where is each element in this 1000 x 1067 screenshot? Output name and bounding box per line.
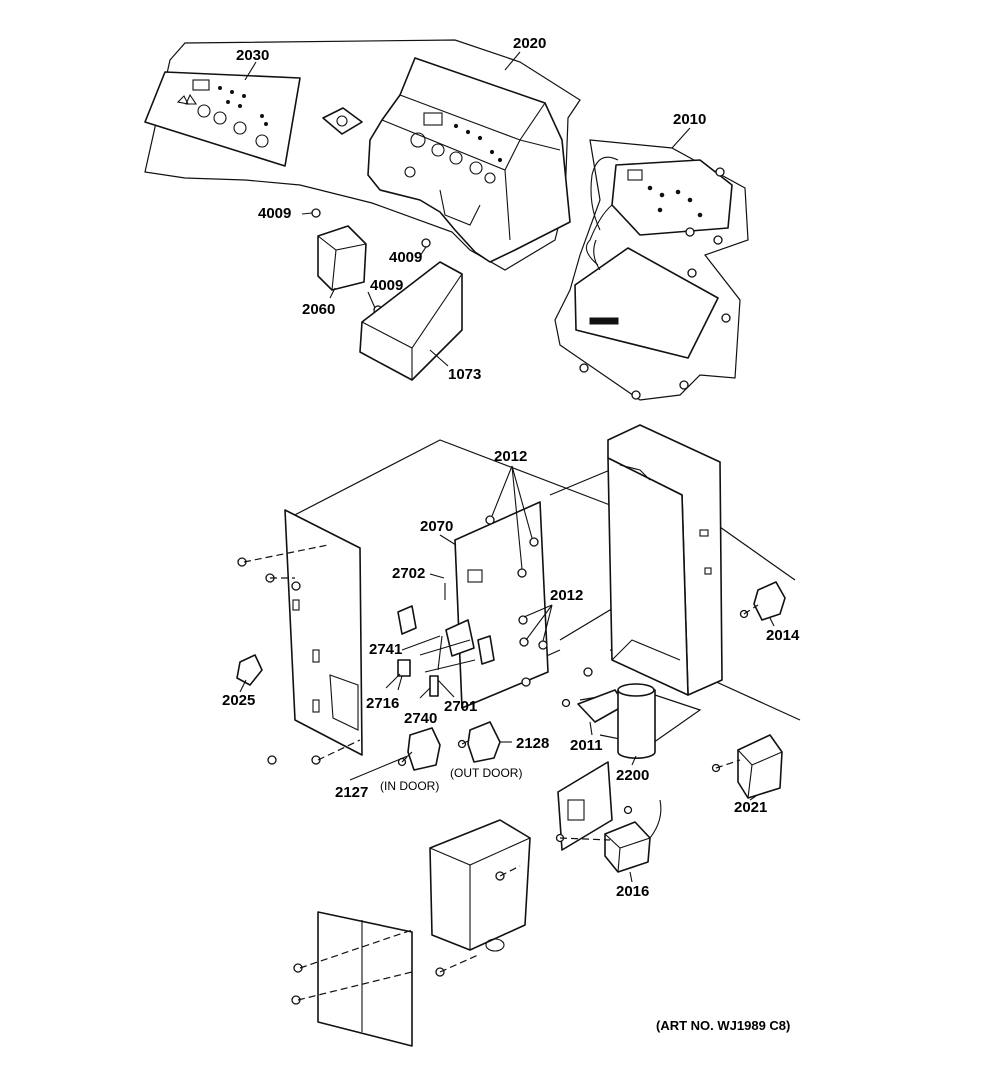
component-2128 bbox=[457, 721, 501, 763]
mounting-board-2070 bbox=[454, 501, 549, 709]
component-2014 bbox=[739, 581, 786, 621]
label-2702: 2702 bbox=[392, 565, 425, 582]
top-leaders bbox=[244, 51, 691, 367]
label-4009-b: 4009 bbox=[389, 249, 422, 266]
part-labels: 2030 2020 2010 4009 4009 4009 2060 1073 … bbox=[222, 35, 800, 1033]
label-4009-a: 4009 bbox=[258, 205, 291, 222]
bracket-2011 bbox=[561, 689, 626, 723]
overlay-panel-2030 bbox=[144, 71, 301, 167]
label-2740: 2740 bbox=[404, 710, 437, 727]
main-cabinet bbox=[607, 424, 723, 696]
connector-2016 bbox=[555, 799, 662, 873]
lower-box bbox=[429, 819, 531, 952]
connector-plate bbox=[557, 761, 613, 851]
label-2127: 2127 bbox=[335, 784, 368, 801]
label-2012-b: 2012 bbox=[550, 587, 583, 604]
label-2128: 2128 bbox=[516, 735, 549, 752]
bottom-screws bbox=[237, 557, 593, 1005]
label-2741: 2741 bbox=[369, 641, 402, 658]
label-2014: 2014 bbox=[766, 627, 800, 644]
control-panel-group-outline bbox=[144, 39, 581, 271]
label-2070: 2070 bbox=[420, 518, 453, 535]
label-2200: 2200 bbox=[616, 767, 649, 784]
square-gasket bbox=[322, 107, 363, 135]
bottom-leaders bbox=[239, 534, 775, 883]
label-2011: 2011 bbox=[570, 737, 603, 754]
note-in-door: (IN DOOR) bbox=[380, 779, 439, 793]
label-2016: 2016 bbox=[616, 883, 649, 900]
transformer-2021 bbox=[711, 734, 783, 799]
component-2127 bbox=[397, 727, 441, 771]
relay-parts bbox=[397, 583, 495, 697]
lower-cover bbox=[317, 911, 413, 1047]
label-2010: 2010 bbox=[673, 111, 706, 128]
label-2021: 2021 bbox=[734, 799, 767, 816]
clips-2012 bbox=[485, 465, 553, 687]
label-4009-c: 4009 bbox=[370, 277, 403, 294]
capacitor-2200 bbox=[617, 683, 656, 759]
label-1073: 1073 bbox=[448, 366, 481, 383]
small-cover-2060 bbox=[317, 225, 367, 291]
note-out-door: (OUT DOOR) bbox=[450, 766, 522, 780]
label-2716: 2716 bbox=[366, 695, 399, 712]
label-2701: 2701 bbox=[444, 698, 477, 715]
art-number: (ART NO. WJ1989 C8) bbox=[656, 1018, 790, 1033]
control-housing-2020 bbox=[367, 57, 571, 263]
label-2030: 2030 bbox=[236, 47, 269, 64]
large-cover-1073 bbox=[359, 261, 463, 381]
label-2060: 2060 bbox=[302, 301, 335, 318]
side-panel-2025-bracket bbox=[236, 509, 363, 756]
label-2020: 2020 bbox=[513, 35, 546, 52]
dashed-assembly-lines bbox=[243, 544, 759, 1001]
label-2012-a: 2012 bbox=[494, 448, 527, 465]
label-2025: 2025 bbox=[222, 692, 255, 709]
pcb-assembly-2010 bbox=[554, 139, 749, 401]
